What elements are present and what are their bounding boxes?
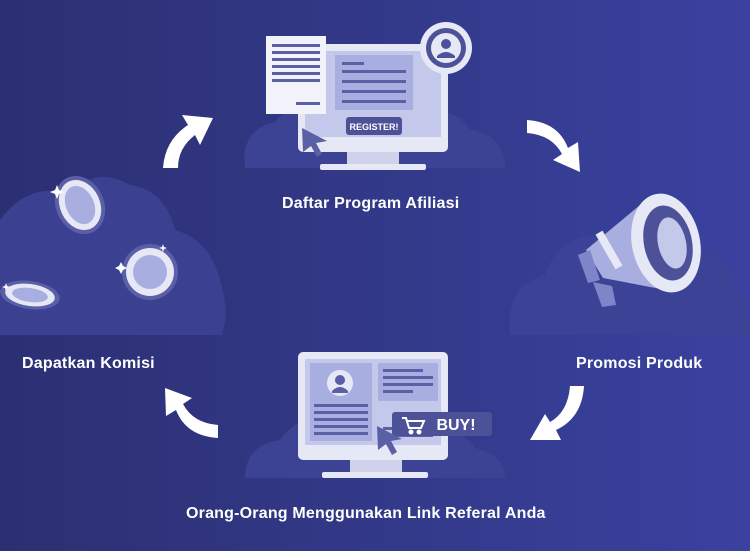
buy-button-shape bbox=[392, 412, 492, 436]
buy-button: BUY! bbox=[436, 417, 475, 434]
monitor-stand bbox=[350, 456, 402, 474]
coin-icon bbox=[122, 244, 178, 300]
step-label-use-link: Orang-Orang Menggunakan Link Referal And… bbox=[186, 505, 546, 522]
arrow-icon bbox=[527, 120, 580, 172]
arrow-icon bbox=[163, 115, 213, 168]
register-button: REGISTER! bbox=[349, 122, 398, 132]
register-monitor bbox=[298, 44, 448, 170]
coin-icon bbox=[54, 175, 106, 235]
coin-icon bbox=[0, 280, 60, 310]
cloud-left bbox=[0, 177, 226, 335]
monitor-base bbox=[322, 472, 428, 478]
sparkle-icon bbox=[2, 185, 167, 291]
cart-icon bbox=[402, 417, 426, 435]
document-icon bbox=[266, 36, 326, 114]
monitor-stand bbox=[347, 150, 399, 166]
step-label-register: Daftar Program Afiliasi bbox=[282, 195, 460, 212]
megaphone-icon bbox=[578, 193, 701, 307]
text-panel bbox=[378, 363, 438, 401]
user-avatar-icon bbox=[420, 22, 472, 74]
step-label-promote: Promosi Produk bbox=[576, 355, 703, 372]
cursor-icon bbox=[302, 128, 327, 157]
arrow-icon bbox=[165, 388, 218, 438]
cursor-icon bbox=[377, 426, 402, 455]
buy-monitor bbox=[298, 352, 492, 478]
register-button-shape bbox=[346, 117, 402, 135]
arrow-icon bbox=[530, 386, 584, 440]
step-label-commission: Dapatkan Komisi bbox=[22, 355, 155, 372]
monitor-base bbox=[320, 164, 426, 170]
